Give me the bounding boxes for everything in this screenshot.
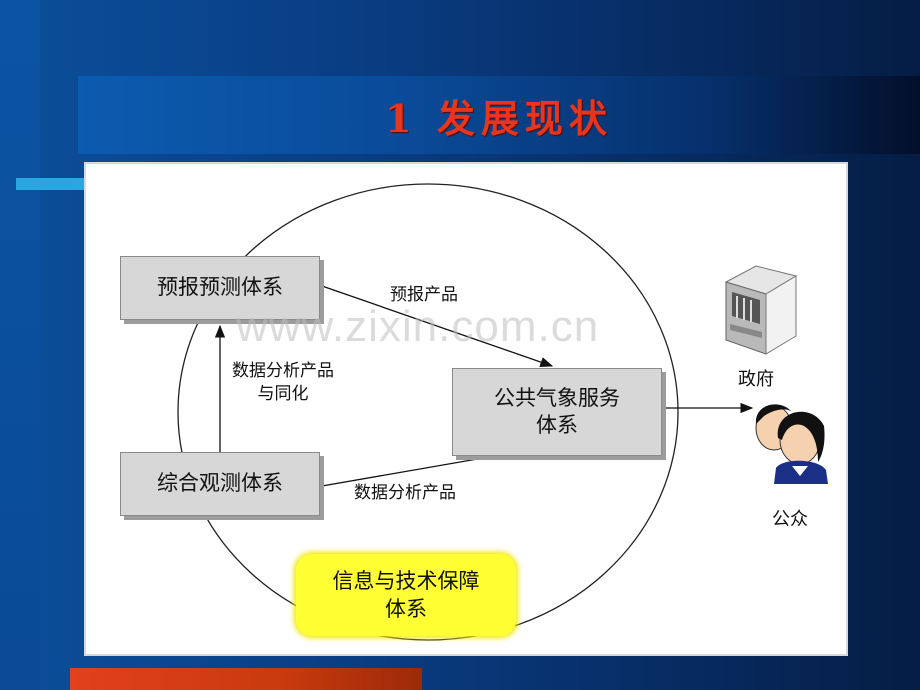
forecast-system-box: 预报预测体系	[120, 256, 320, 320]
public-service-box: 公共气象服务 体系	[452, 368, 662, 456]
slide-title: 1 发展现状	[385, 95, 613, 141]
left-stripe	[0, 0, 40, 690]
people-icon	[755, 404, 828, 484]
arrow-forecast-products	[321, 285, 554, 368]
public-label: 公众	[772, 509, 808, 530]
label-data-products-assimilation: 数据分析产品 与同化	[232, 361, 334, 404]
government-label: 政府	[738, 369, 774, 390]
watermark: www.zixin.com.cn	[236, 302, 600, 351]
label-data-products: 数据分析产品	[354, 483, 456, 503]
diagram-panel: 预报预测体系 综合观测体系 公共气象服务 体系 信息与技术保障 体系 预报产品 …	[84, 162, 848, 656]
bottom-bar	[70, 668, 422, 690]
diagram-canvas	[177, 183, 828, 641]
label-forecast-products: 预报产品	[390, 285, 458, 305]
cycle-circle	[177, 183, 679, 641]
accent-bar	[16, 178, 86, 190]
observation-system-box: 综合观测体系	[120, 452, 320, 516]
info-tech-support-box: 信息与技术保障 体系	[296, 554, 516, 636]
government-building-icon	[724, 265, 798, 355]
title-band: 1 发展现状	[78, 76, 920, 154]
